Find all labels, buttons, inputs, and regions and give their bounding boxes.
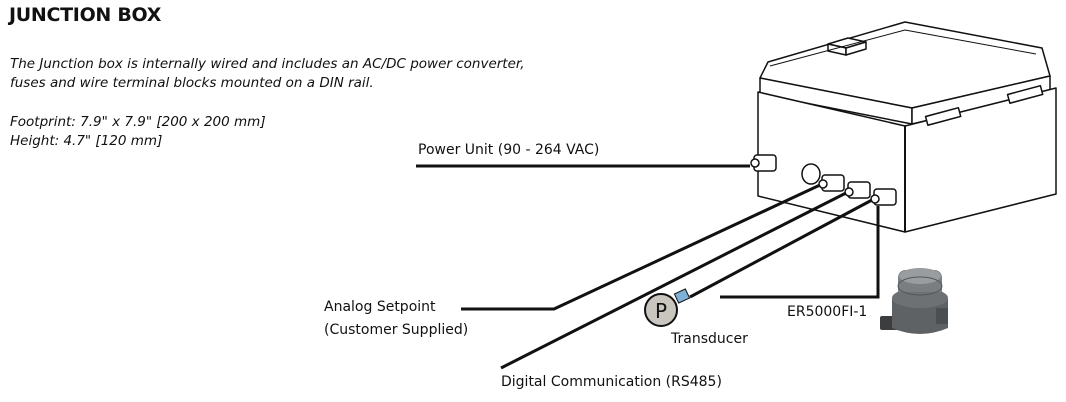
gland-analog <box>818 174 845 192</box>
transducer: P <box>644 288 691 327</box>
digital-comm-wire <box>500 191 847 370</box>
analog-setpoint-sublabel: (Customer Supplied) <box>324 322 469 338</box>
gland-blank <box>801 163 821 185</box>
controller-wire <box>720 206 880 299</box>
page-title: JUNCTION BOX <box>9 4 162 26</box>
height-spec: Height: 4.7" [120 mm] <box>10 133 163 149</box>
analog-setpoint-wire <box>461 183 821 311</box>
gland-rs485 <box>844 181 871 199</box>
controller-label: ER5000FI-1 <box>787 304 868 320</box>
junction-box <box>757 21 1057 233</box>
footprint-spec: Footprint: 7.9" x 7.9" [200 x 200 mm] <box>10 114 266 130</box>
transducer-label: Transducer <box>671 331 748 347</box>
gland-power <box>750 154 777 172</box>
analog-setpoint-label: Analog Setpoint <box>324 299 436 315</box>
description-line-2: fuses and wire terminal blocks mounted o… <box>10 75 374 91</box>
gland-transducer <box>870 188 897 206</box>
power-unit-label: Power Unit (90 - 264 VAC) <box>418 142 600 158</box>
wiring <box>416 164 880 370</box>
transducer-wire <box>689 198 873 299</box>
description-line-1: The Junction box is internally wired and… <box>10 56 525 72</box>
er5000-controller <box>880 268 948 334</box>
digital-communication-label: Digital Communication (RS485) <box>501 374 722 390</box>
cable-glands <box>750 154 897 206</box>
transducer-symbol: P <box>655 299 667 323</box>
